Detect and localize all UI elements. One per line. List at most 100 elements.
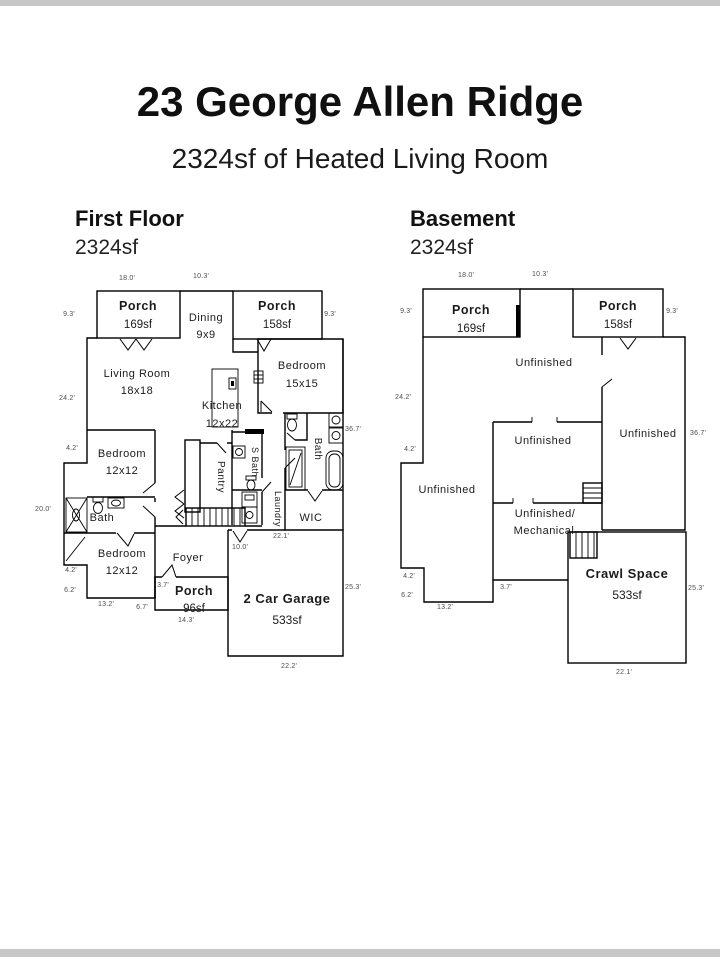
dim-label: 25.3' xyxy=(688,585,704,592)
dim-label: 3.7' xyxy=(500,584,512,591)
room-size: 12x12 xyxy=(106,465,138,477)
basement-labels: Porch 169sf Porch 158sf Unfinished Unfin… xyxy=(395,271,706,676)
room-label: Dining xyxy=(189,312,223,324)
dim-label: 6.2' xyxy=(401,592,413,599)
first-floor-doors xyxy=(116,338,323,578)
room-label: Bath xyxy=(90,512,115,524)
dim-label: 13.2' xyxy=(98,601,114,608)
dim-label: 25.3' xyxy=(345,584,361,591)
sink xyxy=(107,497,125,509)
room-label: Porch xyxy=(258,299,296,313)
first-floor-plan: Porch 169sf Dining 9x9 Porch 158sf Livin… xyxy=(35,273,361,670)
first-floor-fixtures xyxy=(65,368,344,562)
basement-heading: Basement xyxy=(410,206,516,231)
room-label: Crawl Space xyxy=(586,566,669,581)
dim-label: 10.0' xyxy=(232,544,248,551)
vanity-sink xyxy=(328,427,344,444)
room-area: 533sf xyxy=(272,613,302,627)
dim-label: 20.0' xyxy=(35,506,51,513)
shower xyxy=(285,446,306,491)
room-label: Laundry xyxy=(273,491,283,527)
basement-area: 2324sf xyxy=(410,236,474,259)
page-title: 23 George Allen Ridge xyxy=(136,78,584,125)
room-area: 96sf xyxy=(183,603,206,615)
room-label: 2 Car Garage xyxy=(244,591,331,606)
dim-label: 36.7' xyxy=(690,430,706,437)
dim-label: 10.3' xyxy=(193,273,209,280)
basement-plan: Porch 169sf Porch 158sf Unfinished Unfin… xyxy=(395,271,706,676)
dim-label: 22.1' xyxy=(616,669,632,676)
room-label: S Bath xyxy=(250,447,260,477)
dim-label: 6.7' xyxy=(136,604,148,611)
toilet xyxy=(286,413,298,420)
room-area: 158sf xyxy=(604,319,633,331)
dim-label: 4.2' xyxy=(404,446,416,453)
dryer xyxy=(241,506,258,524)
dim-label: 9.3' xyxy=(400,308,412,315)
bathtub xyxy=(325,450,344,491)
room-label: Bedroom xyxy=(278,360,326,372)
room-label: Unfinished/ xyxy=(515,508,576,520)
room-size: 12x22 xyxy=(206,418,238,430)
dim-label: 18.0' xyxy=(119,275,135,282)
bottom-border-bar xyxy=(0,949,720,957)
room-label: Living Room xyxy=(104,368,171,380)
dim-label: 4.2' xyxy=(66,445,78,452)
room-area: 533sf xyxy=(612,588,642,602)
dim-label: 18.0' xyxy=(458,272,474,279)
room-label: Porch xyxy=(452,303,490,317)
room-label: Bedroom xyxy=(98,548,146,560)
dim-label: 22.2' xyxy=(281,663,297,670)
dim-label: 24.2' xyxy=(395,394,411,401)
room-label: Unfinished xyxy=(419,484,476,496)
kitchen-island xyxy=(211,368,239,428)
dim-label: 4.2' xyxy=(403,573,415,580)
room-label: Foyer xyxy=(173,552,204,564)
room-label: WIC xyxy=(300,512,323,524)
room-label: Unfinished xyxy=(620,428,677,440)
room-area: 169sf xyxy=(124,319,153,331)
room-label: Pantry xyxy=(215,461,226,493)
dim-label: 4.2' xyxy=(65,567,77,574)
dim-label: 10.3' xyxy=(532,271,548,278)
room-label: Mechanical xyxy=(514,525,575,537)
sink xyxy=(232,445,246,459)
dim-label: 9.3' xyxy=(666,308,678,315)
first-floor-walls xyxy=(63,290,344,657)
dim-label: 13.2' xyxy=(437,604,453,611)
room-size: 12x12 xyxy=(106,565,138,577)
room-label: Kitchen xyxy=(202,400,242,412)
dim-label: 14.3' xyxy=(178,617,194,624)
dim-label: 6.2' xyxy=(64,587,76,594)
shower xyxy=(65,497,88,533)
room-size: 15x15 xyxy=(286,378,318,390)
dim-label: 9.3' xyxy=(324,311,336,318)
room-label: Porch xyxy=(599,299,637,313)
first-floor-area: 2324sf xyxy=(75,236,139,259)
room-label: Porch xyxy=(119,299,157,313)
room-label: Bedroom xyxy=(98,448,146,460)
dim-label: 3.7' xyxy=(157,582,169,589)
dim-label: 36.7' xyxy=(345,426,361,433)
room-label: Unfinished xyxy=(515,435,572,447)
room-size: 9x9 xyxy=(196,329,215,341)
room-label: Unfinished xyxy=(516,357,573,369)
basement-doors xyxy=(601,337,637,388)
dim-label: 9.3' xyxy=(63,311,75,318)
top-border-bar xyxy=(0,0,720,6)
floor-plans-canvas: Porch 169sf Dining 9x9 Porch 158sf Livin… xyxy=(35,271,706,676)
room-label: Porch xyxy=(175,584,213,598)
toilet xyxy=(92,496,104,503)
washer xyxy=(241,491,258,508)
vanity-sink xyxy=(328,412,344,428)
room-area: 158sf xyxy=(263,319,292,331)
dim-label: 24.2' xyxy=(59,395,75,402)
dim-label: 22.1' xyxy=(273,533,289,540)
room-label: Bath xyxy=(312,438,323,461)
room-size: 18x18 xyxy=(121,385,153,397)
basement-fixtures xyxy=(512,305,602,558)
page-subtitle: 2324sf of Heated Living Room xyxy=(171,143,549,174)
first-floor-labels: Porch 169sf Dining 9x9 Porch 158sf Livin… xyxy=(35,273,361,670)
first-floor-heading: First Floor xyxy=(75,206,184,231)
